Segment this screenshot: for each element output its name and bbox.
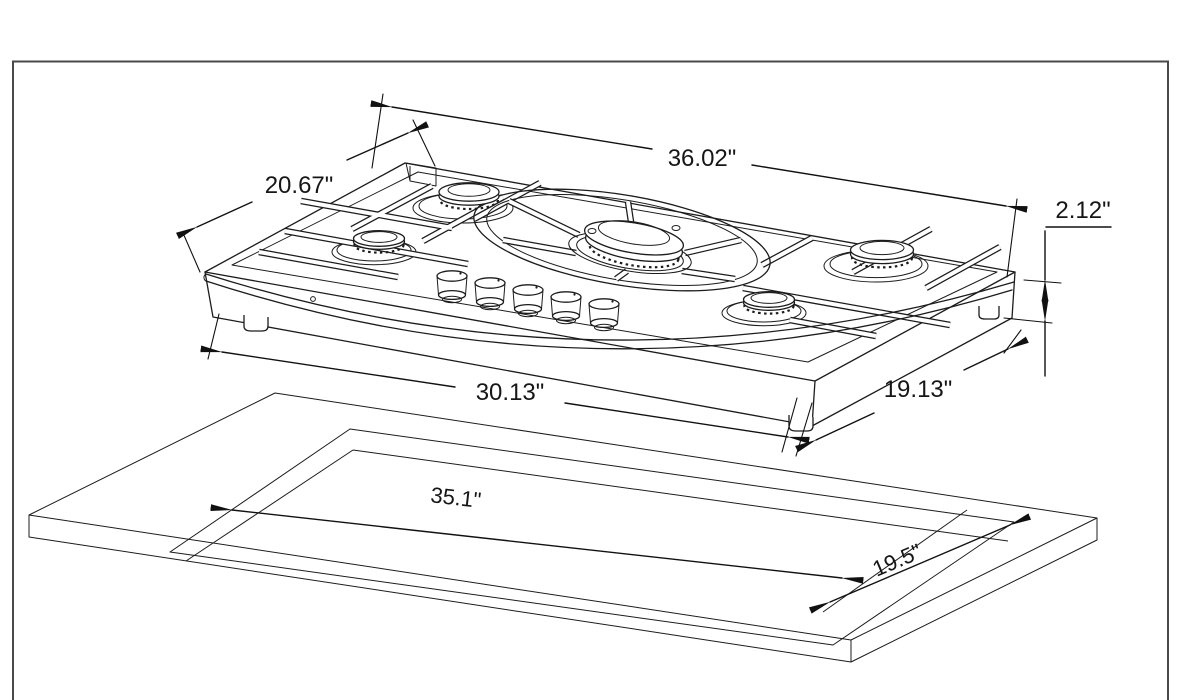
dimension-overall-depth: 20.67" <box>176 119 436 273</box>
dim-label-base-width: 30.13" <box>476 379 545 406</box>
igniter <box>587 228 597 234</box>
rear-left-bracket <box>405 162 437 187</box>
dimension-cutout-width: 35.1" <box>210 482 864 584</box>
dimension-height-above-counter: 2.12" <box>1003 197 1112 377</box>
control-knob-2 <box>474 277 506 311</box>
burner-center-wok <box>583 220 685 269</box>
dim-label-overall-depth: 20.67" <box>265 172 334 199</box>
control-knob-4 <box>550 291 582 325</box>
countertop-thickness-edges <box>28 515 1098 663</box>
cooktop-drawing <box>203 162 1016 432</box>
igniter <box>671 225 681 231</box>
control-knob-5 <box>588 298 620 332</box>
dim-label-cutout-width: 35.1" <box>429 482 482 513</box>
cutout-opening <box>169 428 1015 646</box>
foot-rear-right <box>978 306 1000 320</box>
dim-label-cutout-depth: 19.5" <box>869 539 925 582</box>
burner-right-front <box>742 291 796 315</box>
page-frame-border <box>12 60 1169 700</box>
dim-label-height-above-counter: 2.12" <box>1055 197 1110 224</box>
foot-front-right <box>788 415 814 432</box>
countertop-drawing <box>28 392 1098 663</box>
dimension-overall-width: 36.02" <box>370 93 1028 278</box>
control-knobs <box>436 270 620 332</box>
cutout-inner-wall-edges <box>185 449 1009 562</box>
burner-right-rear <box>849 239 915 269</box>
control-knob-3 <box>512 284 544 318</box>
burner-left-front <box>352 230 406 254</box>
front-lip-lower-curve <box>205 280 1013 350</box>
dim-label-base-depth: 19.13" <box>884 376 953 403</box>
foot-left <box>243 315 269 332</box>
front-lip-upper-curve <box>205 273 1015 341</box>
dimension-base-width: 30.13" <box>200 313 810 453</box>
body-screw-hole <box>310 296 316 302</box>
dim-label-overall-width: 36.02" <box>668 145 737 172</box>
countertop-top-face <box>28 392 1098 641</box>
cooktop-tray-rim <box>231 171 998 363</box>
dimension-cutout-depth: 19.5" <box>808 513 1032 614</box>
dimension-base-depth: 19.13" <box>795 329 1029 457</box>
burner-left-rear <box>438 182 500 211</box>
control-knob-1 <box>436 270 468 304</box>
